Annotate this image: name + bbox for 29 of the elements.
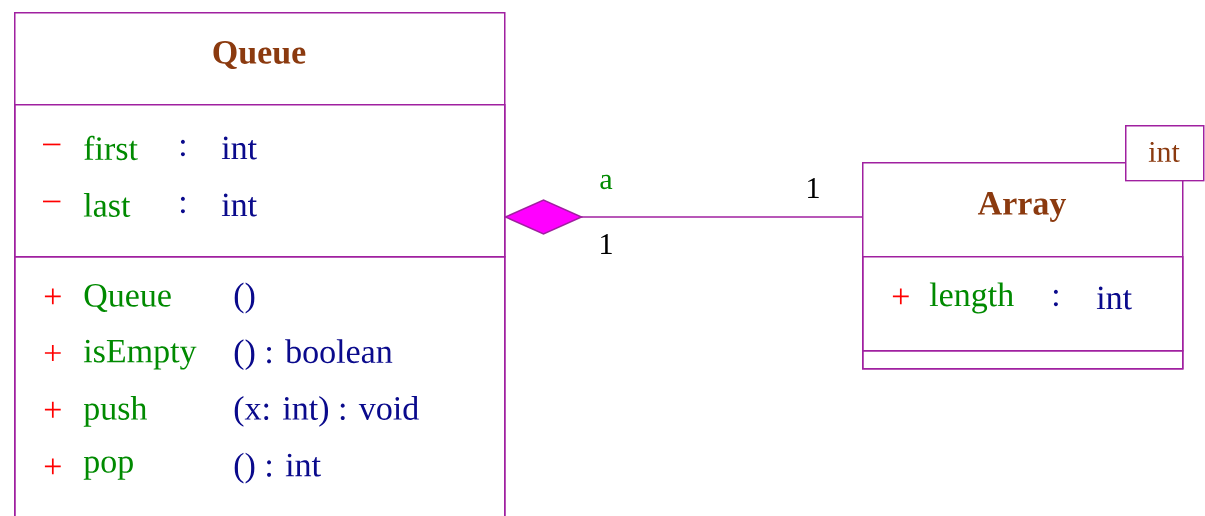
member-name: last — [83, 193, 131, 217]
type-name: : — [1053, 289, 1058, 307]
role-name: a — [600, 174, 613, 190]
type-name: (x: int) : void — [234, 396, 419, 427]
member-name: Queue — [84, 284, 171, 312]
member-name: length — [929, 282, 1014, 314]
type-name: int — [221, 136, 257, 160]
type-name: int — [221, 193, 257, 217]
template-box: int — [1125, 125, 1205, 182]
type-name: () : int — [234, 452, 321, 484]
member-name: pop — [83, 456, 133, 480]
visibility-sign: + — [44, 401, 61, 418]
compartment — [862, 350, 1184, 370]
visibility-sign: + — [44, 458, 61, 475]
visibility-sign: + — [44, 288, 61, 305]
visibility-sign: + — [892, 288, 909, 305]
member-name: isEmpty — [83, 339, 197, 370]
member-name: first — [84, 135, 138, 161]
visibility-sign: – — [43, 200, 61, 203]
multiplicity: 1 — [601, 234, 612, 254]
type-name: : — [180, 196, 185, 214]
multiplicity: 1 — [808, 178, 819, 198]
type-name: () — [234, 282, 255, 314]
member-name: push — [83, 396, 147, 427]
visibility-sign: + — [44, 345, 61, 361]
type-name: () : boolean — [234, 339, 393, 371]
visibility-sign: – — [43, 143, 61, 146]
type-name: : — [180, 139, 185, 157]
type-name: int — [1096, 286, 1132, 310]
